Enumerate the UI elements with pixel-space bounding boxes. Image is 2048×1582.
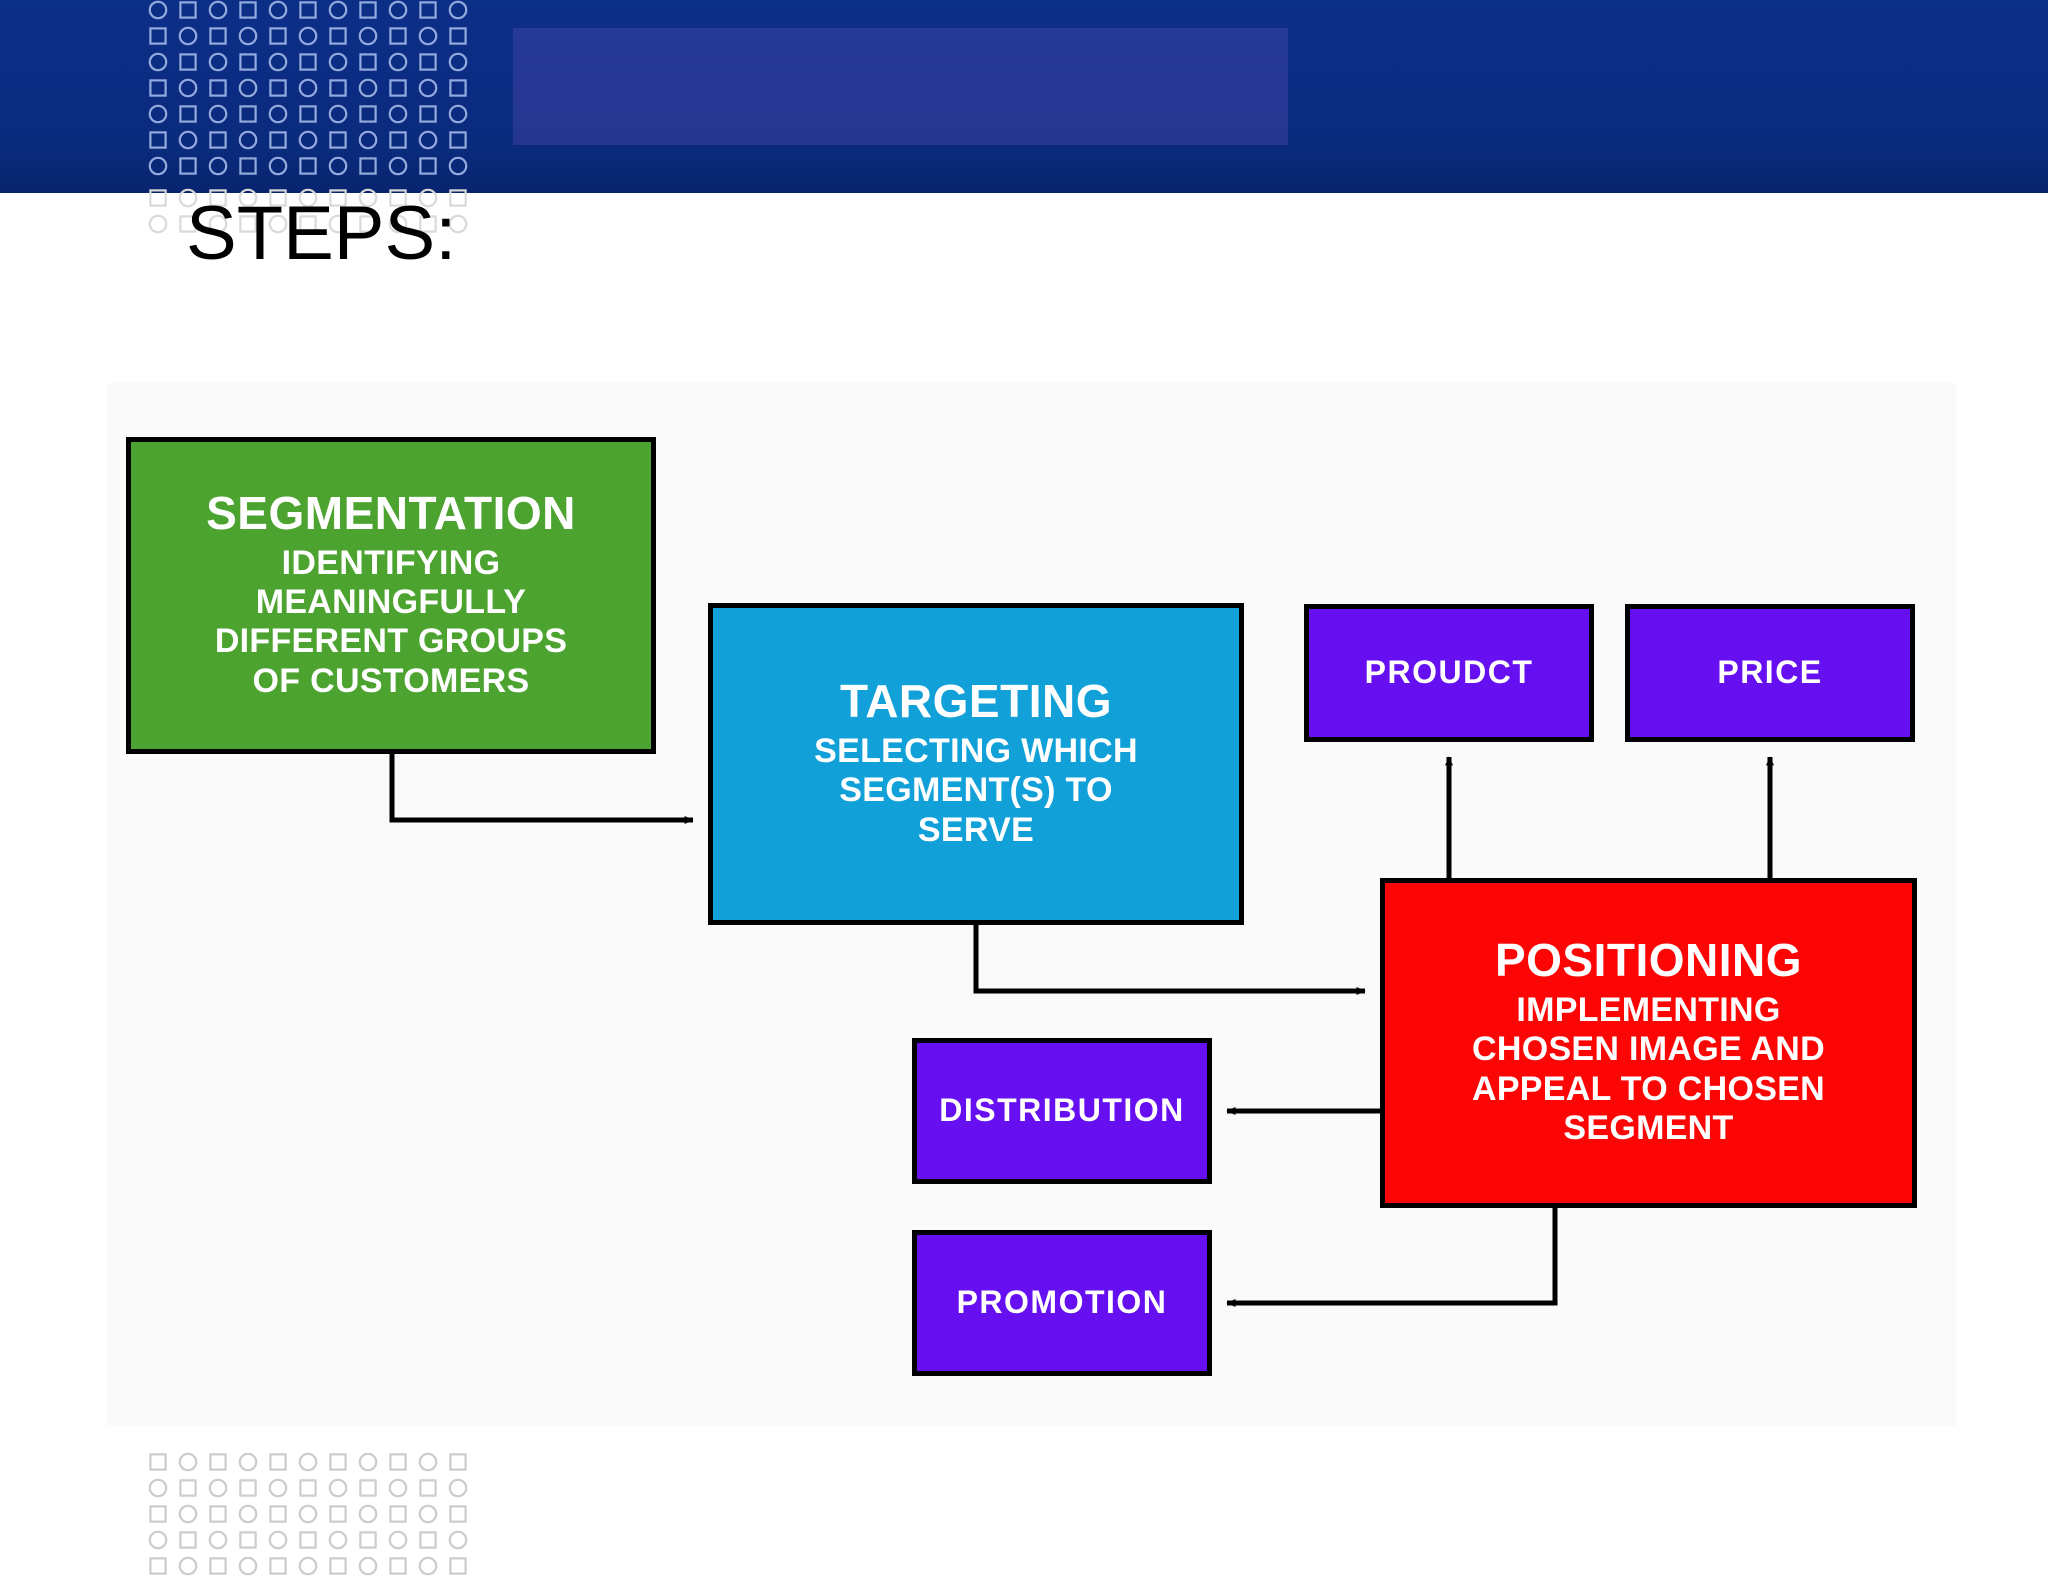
connector-targeting-to-positioning: [973, 925, 1366, 995]
page-title: STEPS:: [186, 191, 457, 276]
node-positioning-line-2: CHOSEN IMAGE AND: [1471, 1030, 1825, 1069]
node-product-heading: PROUDCT: [1364, 654, 1534, 691]
node-positioning[interactable]: POSITIONING IMPLEMENTING CHOSEN IMAGE AN…: [1380, 878, 1917, 1208]
node-targeting-line-3: SERVE: [917, 810, 1035, 849]
footer-dot-pattern-icon: [148, 1452, 468, 1576]
node-promotion[interactable]: PROMOTION: [912, 1230, 1212, 1376]
node-segmentation-heading: SEGMENTATION: [206, 486, 576, 539]
connector-positioning-to-promotion: [1226, 1208, 1558, 1307]
node-positioning-line-4: SEGMENT: [1563, 1109, 1734, 1148]
node-segmentation[interactable]: SEGMENTATION IDENTIFYING MEANINGFULLY DI…: [126, 437, 656, 754]
node-price-heading: PRICE: [1717, 654, 1823, 691]
node-segmentation-line-3: DIFFERENT GROUPS: [214, 622, 568, 661]
steps-diagram: SEGMENTATION IDENTIFYING MEANINGFULLY DI…: [107, 383, 1956, 1426]
node-segmentation-line-1: IDENTIFYING: [281, 543, 501, 582]
node-targeting[interactable]: TARGETING SELECTING WHICH SEGMENT(S) TO …: [708, 603, 1244, 925]
node-positioning-heading: POSITIONING: [1494, 934, 1803, 987]
node-positioning-line-3: APPEAL TO CHOSEN: [1471, 1069, 1826, 1108]
node-targeting-line-1: SELECTING WHICH: [814, 731, 1138, 770]
connector-segmentation-to-targeting: [389, 754, 694, 824]
node-distribution[interactable]: DISTRIBUTION: [912, 1038, 1212, 1184]
node-promotion-heading: PROMOTION: [956, 1284, 1168, 1321]
node-segmentation-line-4: OF CUSTOMERS: [252, 661, 530, 700]
node-targeting-heading: TARGETING: [840, 674, 1112, 727]
header-accent-rectangle: [513, 28, 1288, 145]
node-product[interactable]: PROUDCT: [1304, 604, 1594, 742]
diagram-connectors: [389, 754, 1774, 1307]
node-price[interactable]: PRICE: [1625, 604, 1915, 742]
node-segmentation-line-2: MEANINGFULLY: [255, 582, 527, 621]
node-positioning-line-1: IMPLEMENTING: [1516, 991, 1781, 1030]
node-targeting-line-2: SEGMENT(S) TO: [839, 771, 1113, 810]
node-distribution-heading: DISTRIBUTION: [939, 1092, 1185, 1129]
header-dot-pattern-icon: [148, 0, 468, 176]
